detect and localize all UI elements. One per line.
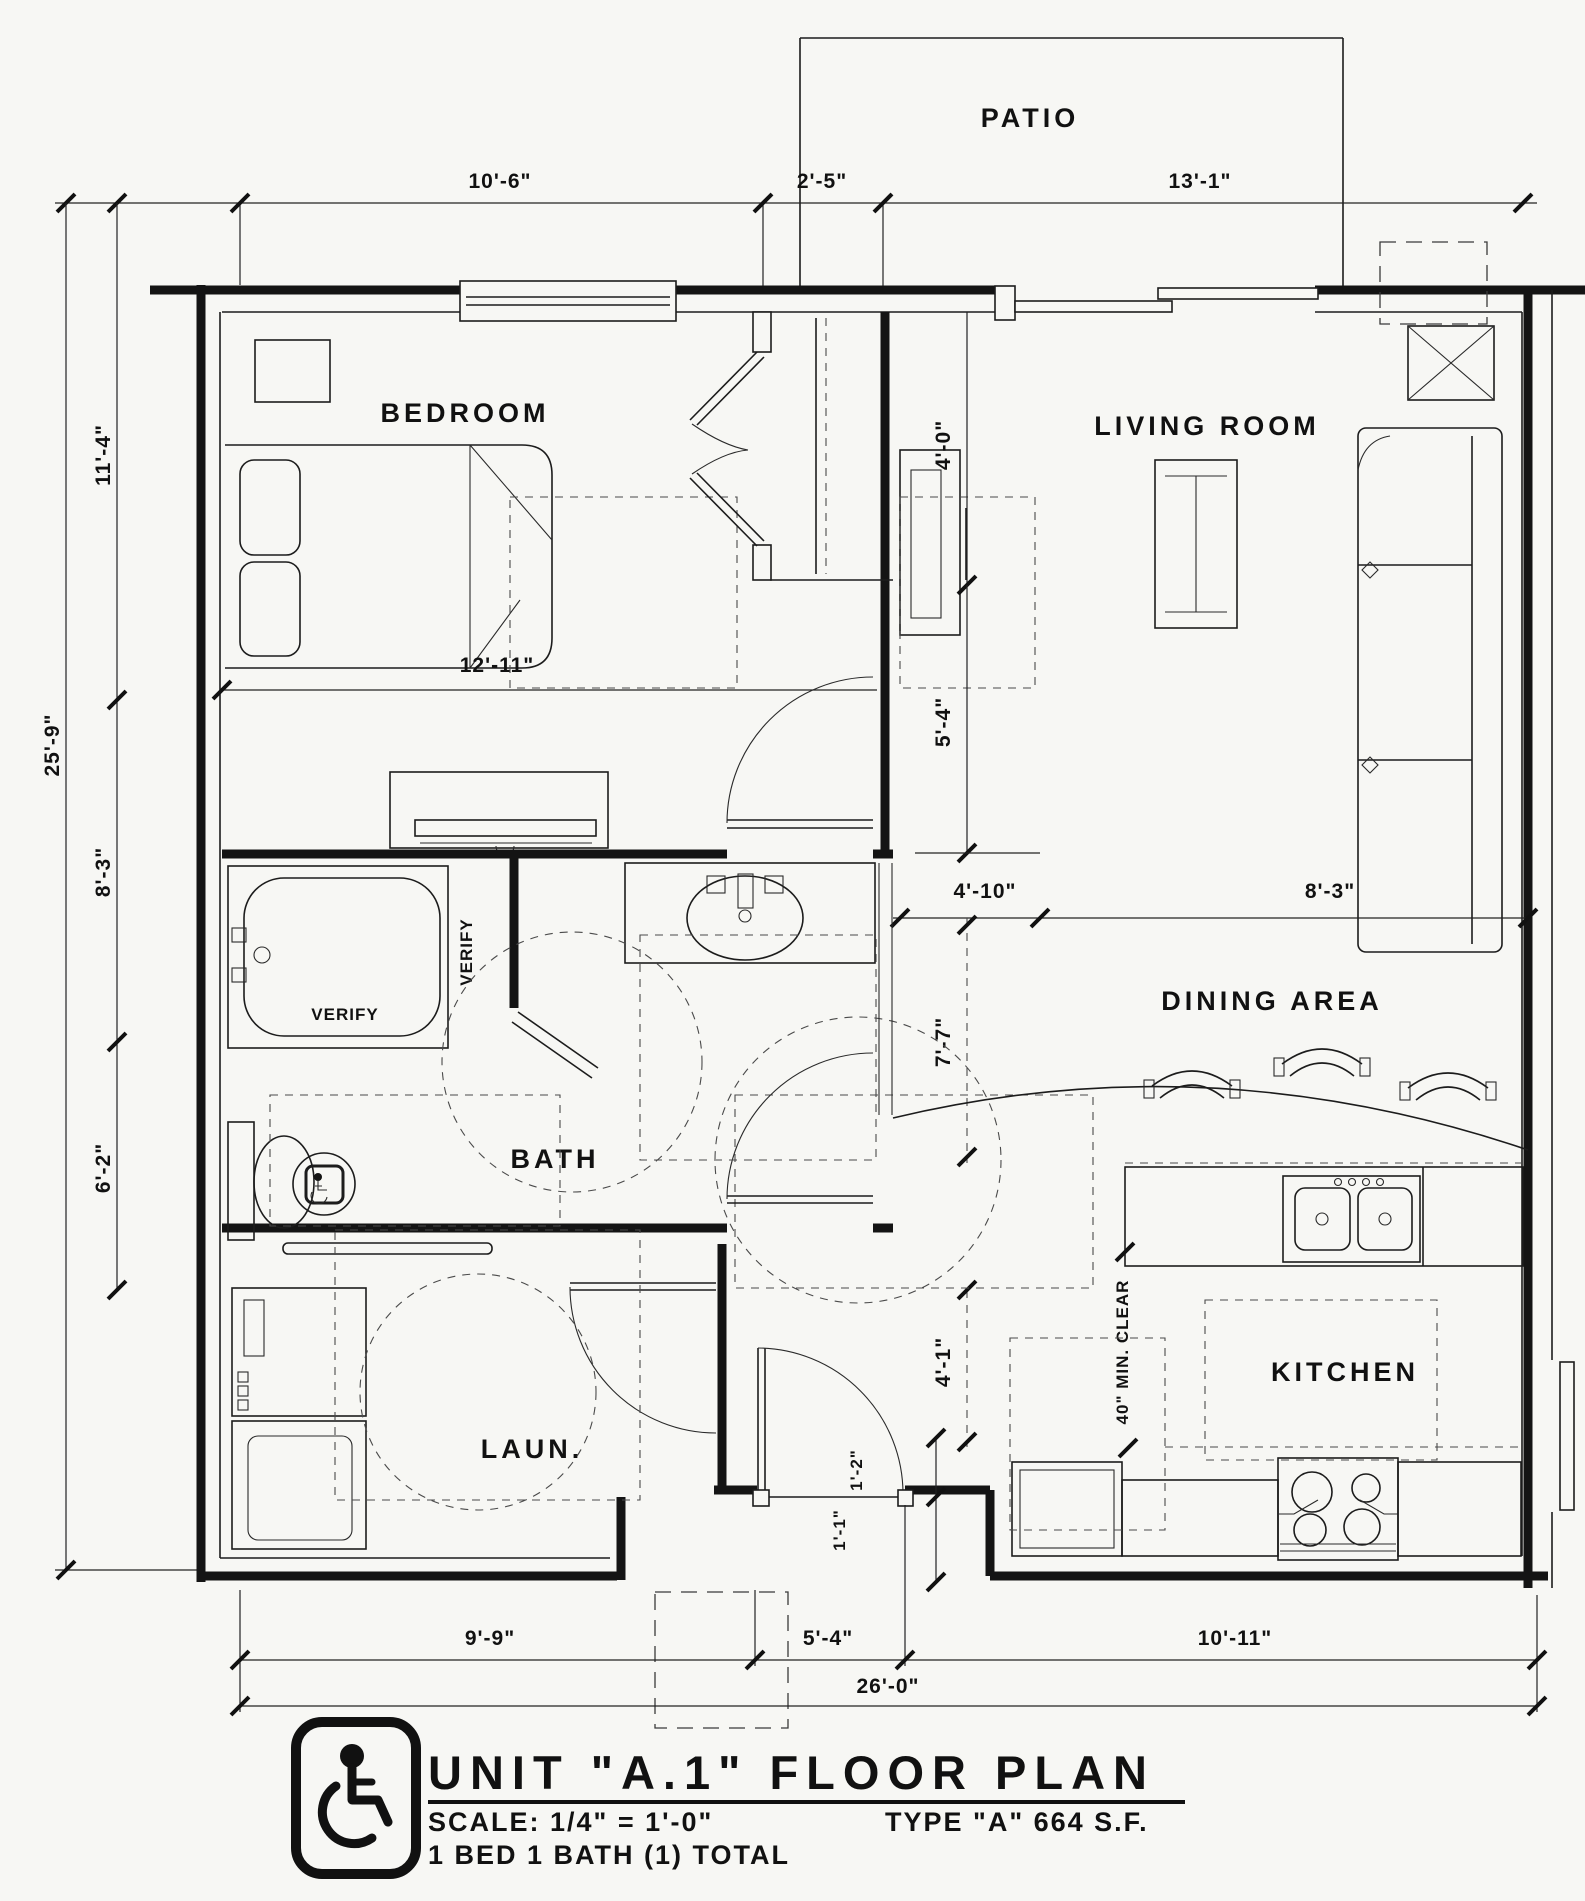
- bedroom: BEDROOM 12'-11": [211, 339, 877, 856]
- hall-dimensions: 4'-0" 5'-4" 4'-10" 8'-3" 7'-7" 4'-1" 1'-…: [714, 312, 1539, 1593]
- dim-left-8-3: 8'-3": [92, 847, 115, 897]
- dim-hall-width: 4'-10": [954, 880, 1017, 903]
- entry-door: [752, 1347, 914, 1507]
- dim-top-3: 13'-1": [1169, 170, 1232, 193]
- sofa: [1357, 427, 1503, 953]
- coffee-table: [1154, 459, 1238, 629]
- laundry-clearance-dashed: [334, 1229, 641, 1501]
- grab-bar: [282, 1242, 493, 1255]
- dresser: [389, 771, 609, 856]
- dim-bottom-1: 9'-9": [465, 1627, 515, 1650]
- bath-door: [726, 1052, 874, 1204]
- laundry-turning-circle-dashed: [359, 1273, 597, 1511]
- dim-entry-jamb-a: 1'-2": [847, 1449, 866, 1491]
- bedroom-door: [726, 676, 874, 829]
- hall-clearance-dashed: [734, 1094, 1094, 1289]
- nightstand: [254, 339, 331, 403]
- dim-bottom-3: 10'-11": [1198, 1627, 1273, 1650]
- kitchen-island: [1124, 1162, 1524, 1267]
- sheet-total: 1 BED 1 BATH (1) TOTAL: [428, 1840, 790, 1870]
- bath-label: BATH: [511, 1144, 600, 1174]
- mechanical-clearance-dashed: [1379, 241, 1488, 325]
- washer: [231, 1287, 367, 1417]
- title-block: UNIT "A.1" FLOOR PLAN SCALE: 1/4" = 1'-0…: [291, 1717, 1185, 1879]
- bedroom-window: [459, 280, 677, 322]
- dim-bottom-2: 5'-4": [803, 1627, 853, 1650]
- patio-sliding-door: [994, 285, 1319, 321]
- bath-turning-circle-dashed: [441, 931, 703, 1193]
- left-dimension-lines: 11'-4" 25'-9" 8'-3" 6'-2": [41, 203, 200, 1581]
- bed: [225, 444, 553, 669]
- media-console: [899, 449, 967, 636]
- sheet-scale: SCALE: 1/4" = 1'-0": [428, 1807, 713, 1837]
- dim-top-1: 10'-6": [469, 170, 532, 193]
- exterior-walls: [150, 280, 1585, 1588]
- hall-turning-circle-dashed: [714, 1016, 1002, 1304]
- living-room: LIVING ROOM: [899, 241, 1503, 953]
- bath-accessible-icon: [292, 1152, 356, 1216]
- bath: BATH VERIFY VERIFY: [222, 849, 893, 1255]
- bifold-door: [689, 351, 765, 547]
- vanity-clearance-dashed: [639, 934, 877, 1161]
- dining-label: DINING AREA: [1161, 986, 1383, 1016]
- right-side-trim: [1559, 1361, 1575, 1511]
- range: [1277, 1457, 1399, 1561]
- kitchen-counter: [1121, 1479, 1279, 1557]
- dim-closet-depth: 4'-0": [932, 420, 955, 470]
- kitchen: KITCHEN 40" MIN. CLEAR: [1009, 1162, 1524, 1561]
- dim-left-11-4: 11'-4": [92, 424, 115, 486]
- dim-top-2: 2'-5": [797, 170, 847, 193]
- dim-left-25-9: 25'-9": [41, 714, 64, 777]
- dining-counter-edge: [892, 1085, 1529, 1151]
- refrigerator: [1011, 1461, 1123, 1557]
- kitchen-clearance-dim: 40" MIN. CLEAR: [1113, 1241, 1139, 1459]
- dim-entry-depth: 4'-1": [932, 1337, 955, 1387]
- handicap-accessible-icon: [291, 1717, 421, 1879]
- dim-hall-depth: 5'-4": [932, 697, 955, 747]
- bedroom-clearance-dashed: [509, 496, 738, 689]
- toilet: [227, 1121, 315, 1241]
- laundry-door: [569, 1282, 717, 1434]
- dim-left-6-2: 6'-2": [92, 1143, 115, 1193]
- dim-kitchen-clear: 40" MIN. CLEAR: [1113, 1280, 1132, 1425]
- dining-chair: [1143, 1070, 1241, 1099]
- kitchen-label: KITCHEN: [1271, 1357, 1419, 1387]
- patio-label: PATIO: [981, 103, 1080, 133]
- vanity-sink: [624, 862, 876, 964]
- sheet-type: TYPE "A" 664 S.F.: [885, 1807, 1149, 1837]
- dim-dining-depth: 7'-7": [932, 1017, 955, 1067]
- dining-chair: [1273, 1048, 1371, 1077]
- dining-area: DINING AREA: [878, 863, 1529, 1151]
- bottom-dimension-lines: 9'-9" 5'-4" 10'-11" 26'-0": [229, 1505, 1548, 1717]
- dim-bedroom-width: 12'-11": [460, 654, 535, 677]
- sheet-title: UNIT "A.1" FLOOR PLAN: [428, 1746, 1155, 1799]
- bedroom-label: BEDROOM: [381, 398, 550, 428]
- living-room-label: LIVING ROOM: [1094, 411, 1320, 441]
- mechanical-unit: [1379, 241, 1495, 401]
- laundry: LAUN.: [231, 1229, 727, 1550]
- dining-chair: [1399, 1072, 1497, 1101]
- top-dimension-line: 10'-6" 2'-5" 13'-1": [55, 170, 1537, 288]
- closet: [689, 311, 893, 854]
- patio-outline: PATIO: [799, 37, 1344, 290]
- laundry-label: LAUN.: [481, 1434, 584, 1464]
- bathtub: [227, 865, 449, 1049]
- dim-dining-width: 8'-3": [1305, 880, 1355, 903]
- kitchen-clearance-dashed-left: [1009, 1337, 1166, 1531]
- kitchen-counter-right: [1397, 1461, 1522, 1557]
- dim-bottom-overall: 26'-0": [857, 1675, 920, 1698]
- dim-entry-jamb-b: 1'-1": [830, 1509, 849, 1551]
- verify-note-horizontal: VERIFY: [311, 1005, 378, 1024]
- shower-door: [511, 1011, 599, 1079]
- dryer: [231, 1420, 367, 1550]
- verify-note-vertical: VERIFY: [457, 918, 476, 985]
